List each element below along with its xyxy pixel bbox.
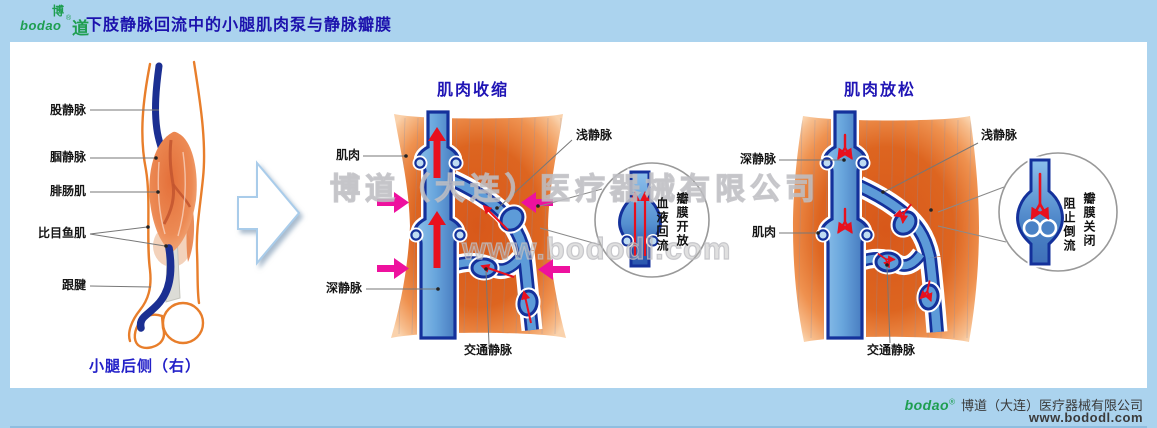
inset-label-valve-open: 瓣膜开放: [675, 192, 689, 248]
leg-leader-lines: [89, 109, 166, 288]
left-panel-caption: 小腿后侧（右）: [88, 358, 201, 375]
logo-dao-char: 道: [72, 19, 89, 38]
leg-illustration: [89, 60, 206, 350]
label-muscle-contraction: 肌肉: [335, 148, 360, 162]
right-frame: [1147, 0, 1157, 428]
logo-registered-mark: ®: [66, 15, 72, 22]
left-frame: [0, 0, 10, 428]
relaxation-branch-veins: [854, 176, 948, 333]
bodao-logo: 博 bodao ® 道: [14, 1, 92, 41]
label-gastrocnemius: 腓肠肌: [49, 184, 86, 198]
valve-closed-inset: [998, 152, 1118, 272]
inset-label-blood-return: 血液回流: [655, 197, 669, 253]
label-deep-vein-contraction: 深静脉: [325, 281, 362, 295]
footer-bar: [0, 388, 1157, 428]
footer-registered-mark: ®: [949, 397, 955, 407]
label-superficial-vein-contraction: 浅静脉: [576, 128, 613, 142]
label-soleus: 比目鱼肌: [37, 226, 86, 240]
valve-open-inset: [594, 162, 710, 278]
label-superficial-vein-relaxation: 浅静脉: [981, 128, 1018, 142]
relaxation-title: 肌肉放松: [843, 82, 916, 99]
footer-company-line: bodao® 博道（大连）医疗器械有限公司: [905, 395, 1143, 414]
transition-arrow-icon: [237, 160, 301, 266]
logo-char-icon: 博: [52, 4, 65, 18]
page-title: 下肢静脉回流中的小腿肌肉泵与静脉瓣膜: [86, 17, 393, 34]
watermark-company: 博道（大连）医疗器械有限公司: [329, 172, 820, 206]
relaxation-panel-illustration: [779, 112, 1118, 344]
inset-label-valve-closed: 瓣膜关闭: [1082, 192, 1096, 248]
label-deep-vein-relaxation: 深静脉: [739, 152, 776, 166]
contraction-leader-lines: [363, 139, 573, 345]
relaxation-leader-lines: [779, 142, 979, 344]
inset-label-stop-backflow: 阻止倒流: [1062, 197, 1076, 253]
label-communicating-vein-contraction: 交通静脉: [463, 343, 512, 357]
label-achilles-tendon: 跟腱: [61, 278, 86, 292]
logo-brand-text: bodao: [20, 18, 62, 33]
header-bar: [0, 0, 1157, 42]
footer-brand: bodao: [904, 397, 950, 413]
label-femoral-vein: 股静脉: [49, 103, 86, 117]
footer-website: www.bododl.com: [1028, 410, 1143, 425]
compression-arrow-icon: [377, 192, 570, 280]
contraction-title: 肌肉收缩: [436, 82, 509, 99]
footer-company: 博道（大连）医疗器械有限公司: [960, 398, 1143, 413]
relaxation-branch-valves: [872, 208, 942, 313]
label-popliteal-vein: 腘静脉: [49, 150, 86, 164]
label-muscle-relaxation: 肌肉: [751, 225, 776, 239]
watermark-website: www.bododl.com: [461, 230, 732, 266]
label-communicating-vein-relaxation: 交通静脉: [866, 343, 915, 357]
blood-flow-up-arrow-icon: [428, 127, 446, 268]
contraction-panel-illustration: [363, 112, 710, 345]
